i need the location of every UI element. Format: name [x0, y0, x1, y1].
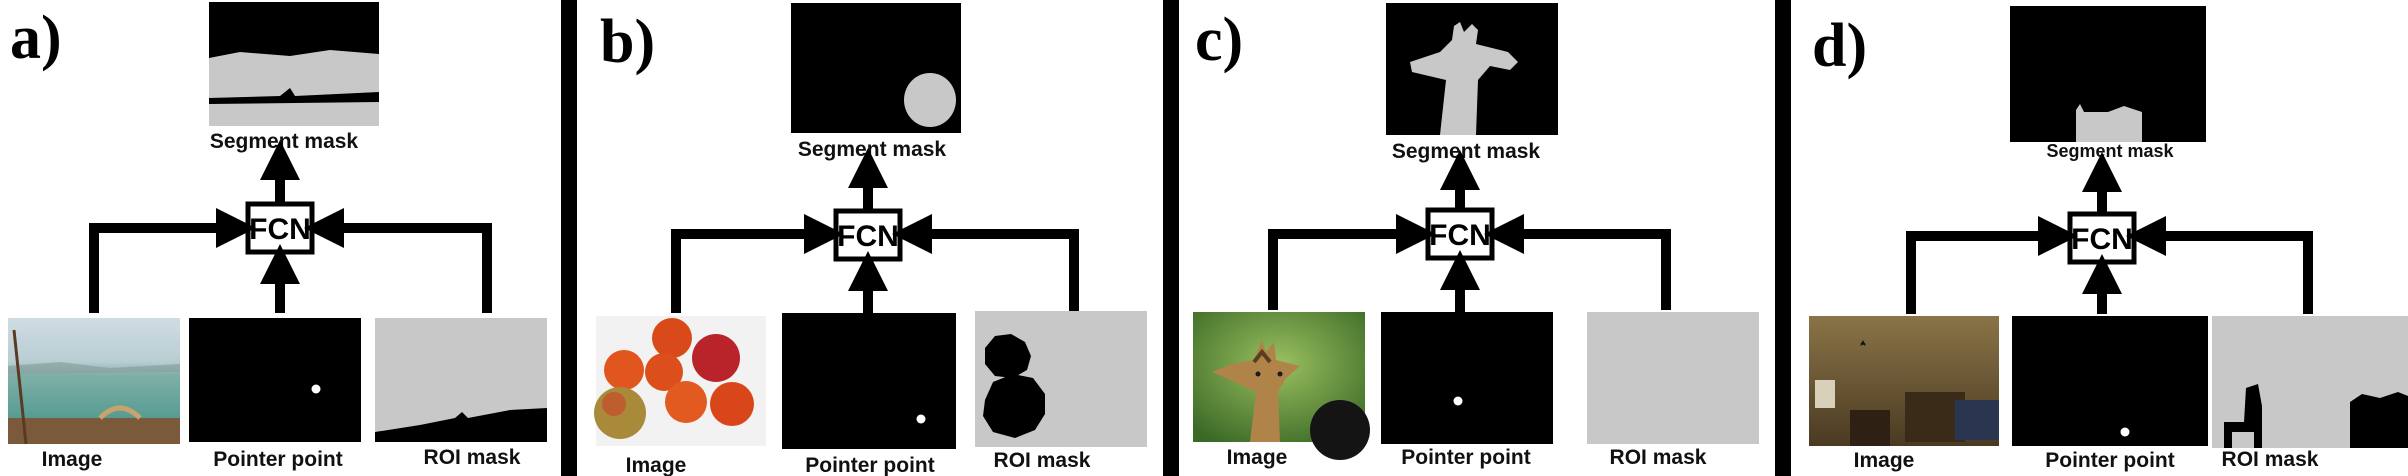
- arrow-from-image: [671, 214, 844, 313]
- input-image-photo: [8, 318, 180, 445]
- panel-c: c) Segment mask FCN Image Pointer point …: [1193, 3, 1759, 469]
- panel-b: b) Segment mask FCN Image Pointer: [594, 3, 1147, 476]
- image-label: Image: [42, 448, 103, 471]
- input-image-photo: [1193, 312, 1370, 460]
- fcn-label: FCN: [1429, 219, 1491, 252]
- segment-mask-label: Segment mask: [1392, 140, 1541, 163]
- pointer-point-image: [189, 318, 361, 442]
- roi-mask-image: [1587, 312, 1759, 444]
- segment-mask-label: Segment mask: [798, 138, 947, 161]
- roi-mask-label: ROI mask: [1610, 446, 1707, 469]
- roi-mask-label: ROI mask: [424, 446, 521, 469]
- pointer-point-label: Pointer point: [1401, 446, 1531, 469]
- arrow-from-roi: [1484, 214, 1671, 310]
- panel-letter: d): [1812, 12, 1867, 80]
- image-label: Image: [1227, 446, 1288, 469]
- arrow-from-roi: [892, 214, 1079, 313]
- segment-mask-image: [209, 2, 379, 126]
- fcn-label: FCN: [249, 213, 311, 246]
- pointer-point-image: [1381, 312, 1553, 444]
- input-image-photo: [594, 316, 766, 446]
- image-label: Image: [1854, 449, 1915, 472]
- segment-mask-image: [791, 3, 961, 133]
- arrow-from-image: [1268, 214, 1436, 310]
- pointer-point-label: Pointer point: [213, 448, 343, 471]
- panel-divider: [1163, 0, 1179, 476]
- arrow-from-image: [89, 208, 256, 313]
- panel-letter: a): [10, 4, 62, 72]
- segment-mask-image: [1386, 3, 1558, 135]
- pointer-point-image: [782, 313, 956, 449]
- panel-d: d) Segment mask FCN Image Pointer point: [1809, 6, 2408, 472]
- input-image-photo: [1809, 316, 1999, 446]
- roi-mask-image: [975, 311, 1147, 447]
- panel-divider: [1775, 0, 1791, 476]
- pointer-point-image: [2012, 316, 2208, 446]
- segment-mask-image: [2010, 6, 2206, 142]
- fcn-label: FCN: [2071, 223, 2133, 256]
- arrow-from-roi: [2126, 216, 2313, 314]
- segment-mask-label: Segment mask: [2046, 141, 2174, 161]
- roi-mask-label: ROI mask: [2222, 448, 2319, 471]
- image-label: Image: [626, 454, 687, 476]
- pointer-point-label: Pointer point: [805, 454, 935, 476]
- fcn-label: FCN: [837, 220, 899, 253]
- arrow-from-image: [1906, 216, 2078, 314]
- panel-a: a) Segment mask FCN Image Pointer point: [8, 2, 547, 471]
- roi-mask-image: [2212, 316, 2408, 448]
- panel-letter: c): [1195, 6, 1243, 74]
- arrow-from-roi: [304, 208, 492, 313]
- panel-divider: [561, 0, 577, 476]
- roi-mask-image: [375, 318, 547, 442]
- segment-mask-label: Segment mask: [210, 130, 359, 153]
- pointer-point-label: Pointer point: [2045, 449, 2175, 472]
- panel-letter: b): [600, 8, 655, 76]
- roi-mask-label: ROI mask: [994, 449, 1091, 472]
